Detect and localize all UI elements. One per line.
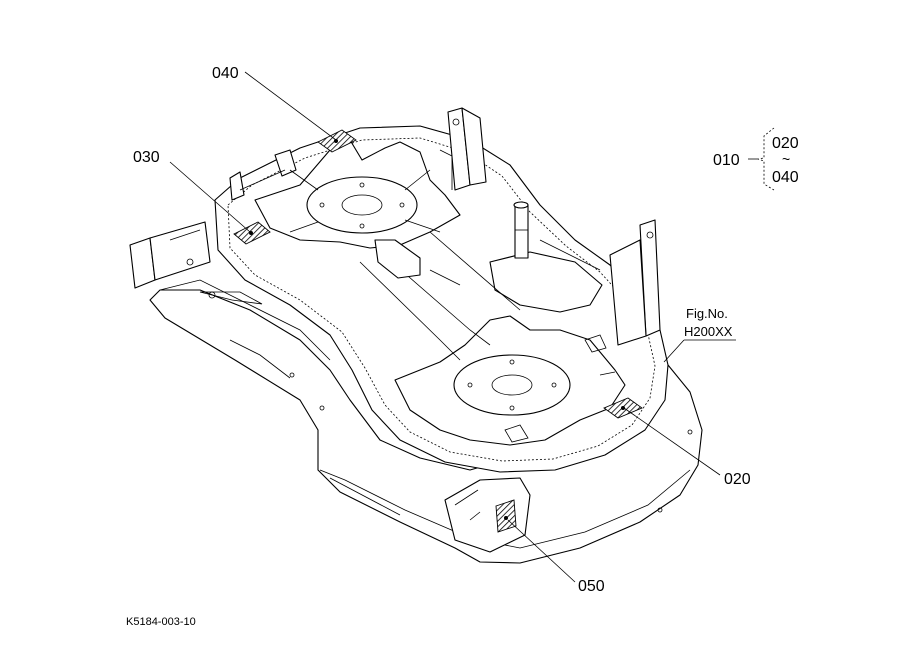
fig-label: Fig.No. — [686, 306, 728, 321]
rear-bracket — [439, 107, 487, 191]
assembly-parent: 010 — [713, 152, 740, 169]
spindle-left — [254, 139, 461, 249]
label-040-decal — [317, 129, 357, 153]
leader-lines — [169, 71, 736, 583]
assembly-range-from: 020 — [772, 135, 799, 152]
assembly-range-to: 040 — [772, 169, 799, 186]
callout-040: 040 — [212, 65, 239, 82]
assembly-brace — [757, 127, 775, 191]
callout-020: 020 — [724, 471, 751, 488]
fig-number: H200XX — [684, 324, 733, 339]
spindle-right — [394, 315, 626, 446]
assembly-range-sep: ~ — [782, 151, 790, 167]
front-hanger-bracket — [229, 149, 297, 201]
assembly-group: 010 020 ~ 040 — [713, 127, 799, 191]
center-channel — [359, 231, 521, 361]
pulley-cover — [489, 201, 603, 313]
label-050-decal — [495, 499, 517, 533]
drawing-code: K5184-003-10 — [126, 616, 196, 628]
label-020-decal — [603, 397, 643, 419]
right-bracket — [609, 219, 661, 346]
callout-050: 050 — [578, 578, 605, 595]
left-bracket — [129, 221, 216, 299]
callout-030: 030 — [133, 149, 160, 166]
lower-skirt-bracket — [444, 477, 531, 553]
